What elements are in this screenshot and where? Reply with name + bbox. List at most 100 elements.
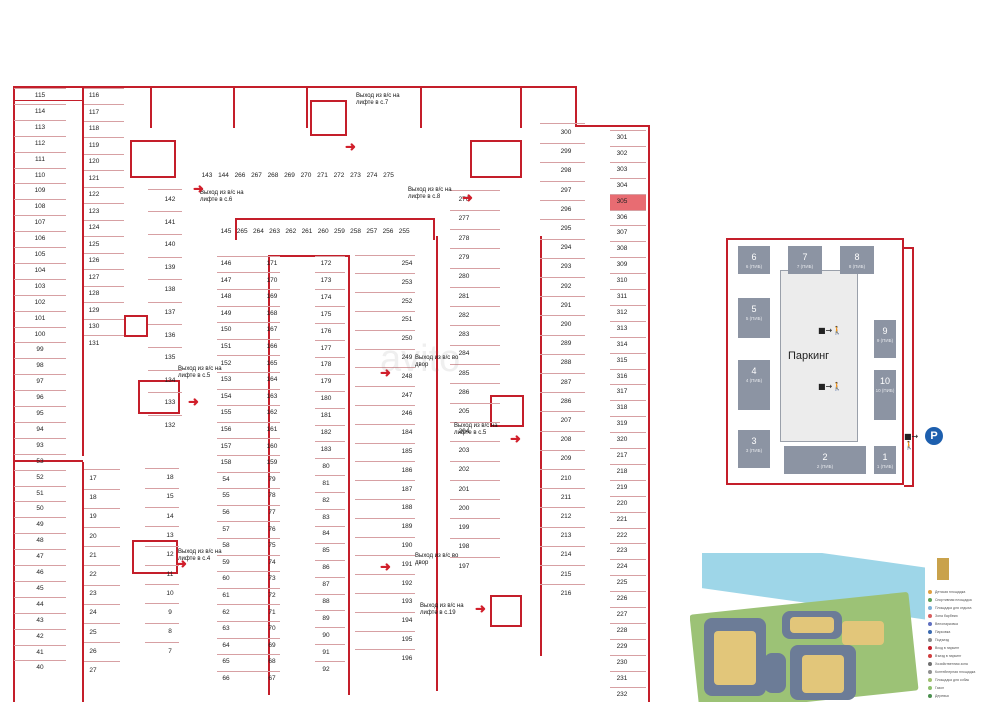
space-number: 63 <box>222 624 230 632</box>
parking-space <box>14 549 66 565</box>
parking-space <box>84 661 120 680</box>
wall <box>306 88 308 128</box>
parking-space <box>355 611 415 631</box>
parking-space <box>610 241 646 257</box>
parking-space <box>14 294 66 311</box>
stairwell <box>522 395 524 427</box>
space-number: 224 <box>616 563 628 571</box>
space-number: 285 <box>458 369 470 377</box>
space-number: 223 <box>616 547 628 555</box>
exit-note: Выход из в/с во двор <box>415 355 459 368</box>
space-number: 211 <box>560 493 572 501</box>
parking-space <box>145 603 179 622</box>
space-number: 282 <box>458 311 470 319</box>
parking-space <box>315 356 345 374</box>
space-number: 268 <box>267 171 279 179</box>
space-number: 21 <box>89 551 97 559</box>
inner-wall-lower <box>82 462 84 702</box>
parking-space <box>14 119 66 136</box>
parking-space <box>540 565 585 584</box>
space-number: 82 <box>322 496 330 504</box>
parking-space <box>450 383 500 402</box>
parking-space <box>610 352 646 369</box>
parking-space <box>610 257 646 273</box>
space-number: 65 <box>222 658 230 666</box>
parking-space <box>610 686 646 702</box>
space-number: 126 <box>88 256 100 264</box>
parking-space <box>14 628 66 645</box>
parking-space <box>450 557 500 576</box>
parking-space <box>355 423 415 443</box>
space-number: 317 <box>616 388 628 396</box>
parking-space <box>610 161 646 178</box>
space-number: 107 <box>34 218 46 226</box>
wall <box>150 88 152 128</box>
space-number: 220 <box>616 499 628 507</box>
parking-space <box>450 518 500 537</box>
parking-space <box>610 225 646 241</box>
space-number: 295 <box>560 224 572 232</box>
space-number: 76 <box>268 525 276 533</box>
space-number: 204 <box>458 427 470 435</box>
parking-space <box>315 542 345 560</box>
space-number: 294 <box>560 243 572 251</box>
stairwell <box>132 540 176 542</box>
parking-space <box>145 468 179 487</box>
space-number: 140 <box>164 240 176 248</box>
courtyard <box>790 617 834 633</box>
parking-space <box>240 537 280 555</box>
space-number: 114 <box>34 107 46 115</box>
stairwell <box>130 140 132 176</box>
parking-space <box>240 421 280 439</box>
exit-arrow-icon: ➜ <box>188 394 199 409</box>
space-number: 299 <box>560 147 572 155</box>
parking-space <box>540 257 585 277</box>
parking-space <box>14 88 66 104</box>
parking-space <box>315 593 345 611</box>
parking-space <box>14 247 66 263</box>
exit-arrow-icon: ➜ <box>380 365 391 380</box>
space-number: 13 <box>166 531 174 539</box>
stairwell <box>520 140 522 178</box>
stairwell <box>132 540 134 572</box>
parking-space <box>610 368 646 385</box>
space-number: 274 <box>366 171 378 179</box>
stairwell <box>174 140 176 178</box>
section-label: 10 (ПИБ) <box>875 388 895 393</box>
parking-space <box>148 414 182 438</box>
parking-space <box>240 571 280 588</box>
space-number: 154 <box>220 392 232 400</box>
legend-item: Детская площадка <box>928 588 1000 596</box>
space-number: 86 <box>322 563 330 571</box>
space-number: 300 <box>560 128 572 136</box>
parking-space <box>610 289 646 305</box>
parking-space <box>240 488 280 505</box>
parking-space <box>84 269 124 286</box>
space-number: 160 <box>266 442 278 450</box>
space-number: 137 <box>164 308 176 316</box>
stairwell <box>490 625 520 627</box>
parking-space <box>540 353 585 373</box>
parking-space <box>84 469 120 488</box>
legend-label: Хозяйственная зона <box>935 662 968 666</box>
legend-marker-icon <box>928 646 932 650</box>
legend-item: Площадка для собак <box>928 676 1000 684</box>
parking-space <box>145 506 179 526</box>
space-number: 111 <box>35 155 45 163</box>
space-number: 310 <box>616 276 628 284</box>
parking-space <box>355 254 415 274</box>
parking-space <box>540 296 585 315</box>
space-number: 266 <box>234 171 246 179</box>
stairwell <box>130 176 174 178</box>
space-number: 71 <box>268 608 276 616</box>
parking-space <box>14 151 66 168</box>
parking-space <box>84 507 120 527</box>
space-number: 20 <box>89 532 97 540</box>
parking-space <box>240 388 280 406</box>
stairwell <box>176 540 178 574</box>
parking-space <box>240 637 280 655</box>
parking-space <box>610 400 646 416</box>
exit-note: Выход из в/с во двор <box>415 553 459 566</box>
space-number: 185 <box>401 447 413 455</box>
